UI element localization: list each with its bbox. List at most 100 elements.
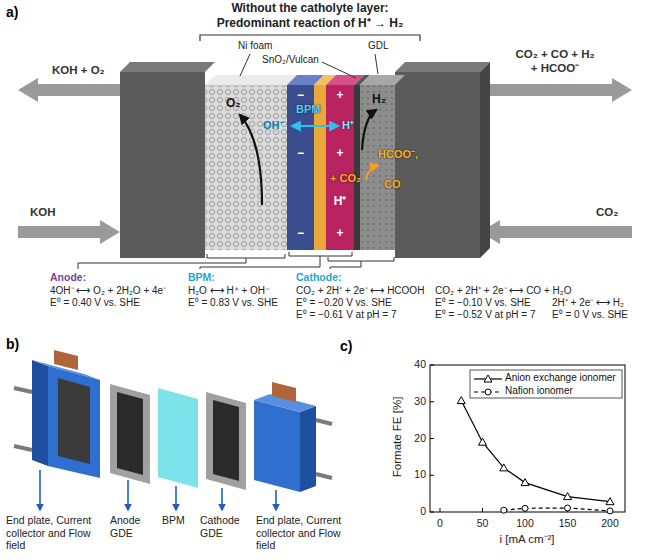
charge-sign: H⁺	[326, 195, 354, 208]
product-label: CO	[384, 178, 401, 191]
tick-label: 150	[553, 517, 583, 530]
species-arrow	[240, 115, 262, 205]
species-label: H₂	[372, 92, 386, 106]
electrode-heading: BPM:	[188, 271, 215, 284]
part-arrow	[40, 470, 276, 510]
component-label: End plate, Current collector and Flow fi…	[256, 514, 344, 552]
leader-line	[240, 54, 378, 78]
potential: E⁰ = −0.20 V vs. SHE	[296, 297, 392, 309]
nafion-series	[522, 505, 528, 511]
part-arrow	[127, 480, 129, 510]
tick-label: 30	[402, 395, 426, 408]
cell-assembly	[58, 378, 90, 464]
tick-label: 0	[402, 505, 426, 518]
cell-layers	[360, 85, 395, 250]
cell-housing	[395, 72, 480, 258]
legend-text: Anion exchange ionomer	[505, 372, 616, 384]
potential: E⁰ = −0.10 V vs. SHE	[435, 297, 531, 309]
anion-series	[606, 498, 614, 505]
tick-label: 100	[510, 517, 540, 530]
cell-layers	[354, 85, 360, 250]
tick-label: 0	[425, 517, 455, 530]
part-arrow	[175, 486, 177, 510]
cell-layers	[360, 75, 405, 85]
panel-label: c)	[340, 338, 352, 355]
axis-title: Formate FE [%]	[391, 377, 405, 497]
chart-axes	[430, 365, 625, 512]
anion-series	[564, 493, 572, 500]
cell-assembly	[272, 382, 296, 402]
leader-line	[322, 62, 356, 78]
flow-label: KOH	[30, 206, 56, 220]
cell-assembly	[14, 388, 32, 450]
flow-label: CO₂ + CO + H₂ + HCOO⁻	[512, 48, 598, 76]
axis-title: i [mA cm⁻²]	[477, 533, 577, 547]
ion-label: H⁺	[342, 119, 354, 132]
cell-assembly	[158, 388, 198, 488]
cell-assembly	[54, 350, 78, 370]
part-label: Ni foam	[238, 40, 272, 52]
cell-layers	[205, 85, 287, 250]
cell-assembly	[32, 360, 48, 466]
region-bracket	[328, 257, 394, 261]
equation: CO₂ + 2H⁺ + 2e⁻ ⟷ CO + H₂O	[435, 285, 571, 297]
flow-arrow	[480, 78, 632, 102]
legend-sample	[474, 374, 502, 384]
charge-sign: +	[326, 89, 354, 102]
equation: CO₂ + 2H⁺ + 2e⁻ ⟷ HCOOH	[296, 285, 424, 297]
leader-line	[375, 54, 378, 74]
legend-sample	[474, 387, 502, 397]
species-arrow	[366, 165, 378, 180]
cell-assembly	[254, 400, 300, 492]
potential: E⁰ = −0.61 V at pH = 7	[296, 309, 396, 321]
cell-layers	[205, 75, 405, 250]
part-label: SnO₂/Vulcan	[262, 54, 319, 66]
chart-axes	[470, 370, 622, 398]
flow-label: KOH + O₂	[52, 64, 105, 78]
region-bracket	[289, 252, 352, 256]
cell-assembly	[206, 392, 246, 490]
anion-series	[457, 397, 614, 505]
cell-assembly	[110, 384, 150, 484]
tick-label: 20	[402, 432, 426, 445]
cell-layers	[205, 75, 297, 85]
flow-arrow	[480, 220, 632, 244]
panel-label: b)	[6, 336, 19, 353]
potential: E⁰ = −0.52 V at pH = 7	[435, 309, 535, 321]
component-label: Anode GDE	[110, 514, 154, 539]
product-label: + CO₂	[330, 172, 361, 185]
equation: 4OH⁻ ⟷ O₂ + 2H₂O + 4e⁻	[50, 285, 166, 297]
nafion-series	[607, 508, 613, 514]
nafion-series	[501, 507, 507, 513]
component-label: BPM	[162, 514, 185, 527]
region-bracket	[330, 261, 361, 269]
tick-label: 50	[468, 517, 498, 530]
chart-axes	[430, 365, 434, 512]
region-bracket	[78, 252, 394, 269]
electrode-heading: Cathode:	[296, 271, 342, 284]
cell-assembly	[213, 400, 239, 481]
cell-assembly	[117, 392, 143, 475]
tick-label: 200	[595, 517, 625, 530]
equation: H₂O ⟷ H⁺ + OH⁻	[188, 285, 270, 297]
flow-arrow	[18, 78, 125, 102]
cell-housing	[480, 62, 490, 258]
potential: E⁰ = 0.83 V vs. SHE	[188, 297, 278, 309]
anion-series	[457, 397, 465, 404]
electrode-heading: Anode:	[50, 271, 86, 284]
species-arrow	[292, 125, 338, 127]
anion-layer: −−−	[287, 85, 314, 250]
species-label: O₂	[226, 96, 241, 110]
cell-assembly	[48, 366, 100, 478]
tick-label: 10	[402, 468, 426, 481]
anion-series	[479, 438, 487, 445]
cell-assembly	[316, 420, 332, 478]
ion-label: OH⁻	[263, 119, 284, 132]
cell-housing	[120, 62, 215, 72]
equation: 2H⁺ + 2e⁻ ⟷ H₂	[552, 297, 624, 309]
anion-series	[521, 479, 529, 486]
region-bracket	[207, 254, 285, 258]
product-label: HCOO⁻,	[378, 148, 418, 161]
part-arrow	[221, 488, 223, 510]
